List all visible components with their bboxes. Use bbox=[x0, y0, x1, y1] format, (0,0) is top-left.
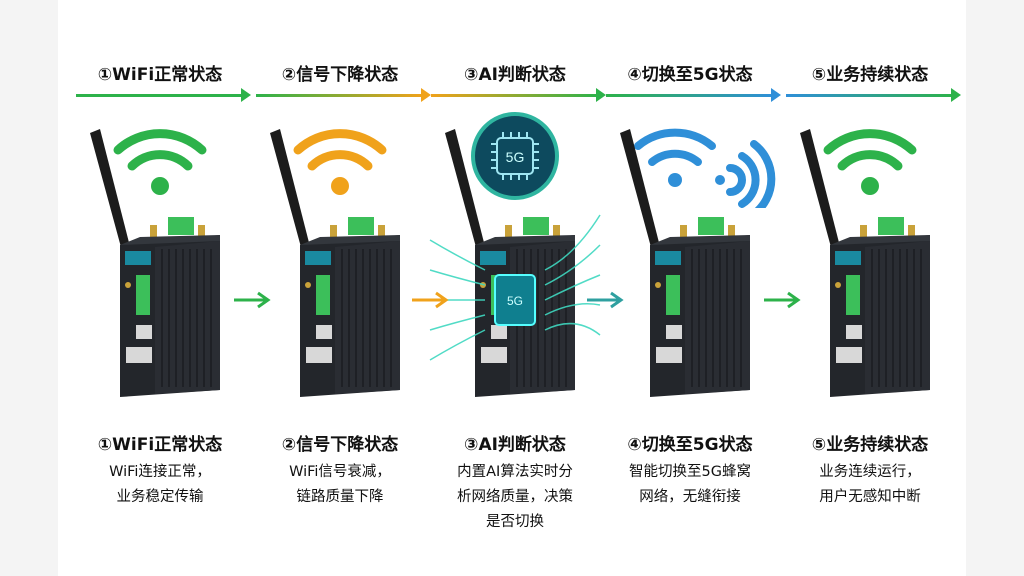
wifi-weak-icon bbox=[250, 108, 430, 208]
chip-label: 5G bbox=[506, 149, 525, 165]
5g-chip-icon: 5G bbox=[425, 108, 605, 208]
description-line: 业务连续运行， bbox=[819, 464, 921, 480]
router-device-image bbox=[780, 125, 960, 405]
description-line: WiFi连接正常， bbox=[109, 464, 211, 480]
description-line: 业务稳定传输 bbox=[116, 489, 204, 505]
step-description: 内置AI算法实时分析网络质量，决策是否切换 bbox=[425, 460, 605, 535]
step-top-label: ①WiFi正常状态 bbox=[97, 65, 223, 85]
top-flow-arrow bbox=[76, 88, 251, 102]
step-description: 智能切换至5G蜂窝网络，无缝衔接 bbox=[600, 460, 780, 510]
top-flow-arrow bbox=[606, 88, 781, 102]
step-5: ⑤业务持续状态 ⑤业务持续状态 业务连续运行， 用户无感知中断 bbox=[780, 0, 960, 576]
description-line: 析网络质量，决策 bbox=[457, 489, 573, 505]
description-line: 网络，无缝衔接 bbox=[639, 489, 741, 505]
step-title: ⑤业务持续状态 bbox=[811, 435, 929, 455]
step-top-label: ④切换至5G状态 bbox=[627, 65, 753, 85]
router-device-image bbox=[250, 125, 430, 405]
arrow-right-icon bbox=[232, 290, 272, 310]
step-description: 业务连续运行， 用户无感知中断 bbox=[780, 460, 960, 510]
wifi-strong-icon bbox=[780, 108, 960, 208]
description-line: 链路质量下降 bbox=[296, 489, 384, 505]
router-device-image bbox=[70, 125, 250, 405]
description-line: 智能切换至5G蜂窝 bbox=[629, 464, 751, 480]
description-line: 是否切换 bbox=[486, 514, 544, 530]
router-device-image: 5G bbox=[425, 125, 605, 405]
step-description: WiFi连接正常， 业务稳定传输 bbox=[70, 460, 250, 510]
step-2: ②信号下降状态 ②信号下降状态 WiFi信号衰减， 链路质量下降 bbox=[250, 0, 430, 576]
top-flow-arrow bbox=[431, 88, 606, 102]
description-line: WiFi信号衰减， bbox=[289, 464, 391, 480]
svg-text:5G: 5G bbox=[507, 294, 523, 308]
step-description: WiFi信号衰减， 链路质量下降 bbox=[250, 460, 430, 510]
step-top-label: ②信号下降状态 bbox=[281, 65, 399, 85]
arrow-right-icon bbox=[762, 290, 802, 310]
arrow-right-icon bbox=[410, 290, 450, 310]
step-title: ③AI判断状态 bbox=[464, 435, 566, 455]
step-4: ④切换至5G状态 ④切换至5G状态 智能切换至5G蜂窝网络，无缝衔接 bbox=[600, 0, 780, 576]
cellular-signal-icon bbox=[600, 108, 780, 218]
description-line: 用户无感知中断 bbox=[819, 489, 921, 505]
step-title: ②信号下降状态 bbox=[281, 435, 399, 455]
step-1: ①WiFi正常状态 ①WiFi正常状态 WiFi连接正常， 业务稳定传输 bbox=[70, 0, 250, 576]
top-flow-arrow bbox=[786, 88, 961, 102]
infographic-canvas: ①WiFi正常状态 ①WiFi正常状态 WiFi连接正常， 业务稳定传输 ②信号下降… bbox=[58, 0, 966, 576]
step-title: ①WiFi正常状态 bbox=[97, 435, 223, 455]
step-title: ④切换至5G状态 bbox=[627, 435, 753, 455]
router-device-image bbox=[600, 125, 780, 405]
description-line: 内置AI算法实时分 bbox=[457, 464, 573, 480]
arrow-right-icon bbox=[585, 290, 625, 310]
step-top-label: ③AI判断状态 bbox=[464, 65, 566, 85]
step-top-label: ⑤业务持续状态 bbox=[811, 65, 929, 85]
step-3: ③AI判断状态 5G 5G ③AI判断状态 内置AI算法实时分析网络质量，决策是… bbox=[425, 0, 605, 576]
wifi-strong-icon bbox=[70, 108, 250, 208]
top-flow-arrow bbox=[256, 88, 431, 102]
